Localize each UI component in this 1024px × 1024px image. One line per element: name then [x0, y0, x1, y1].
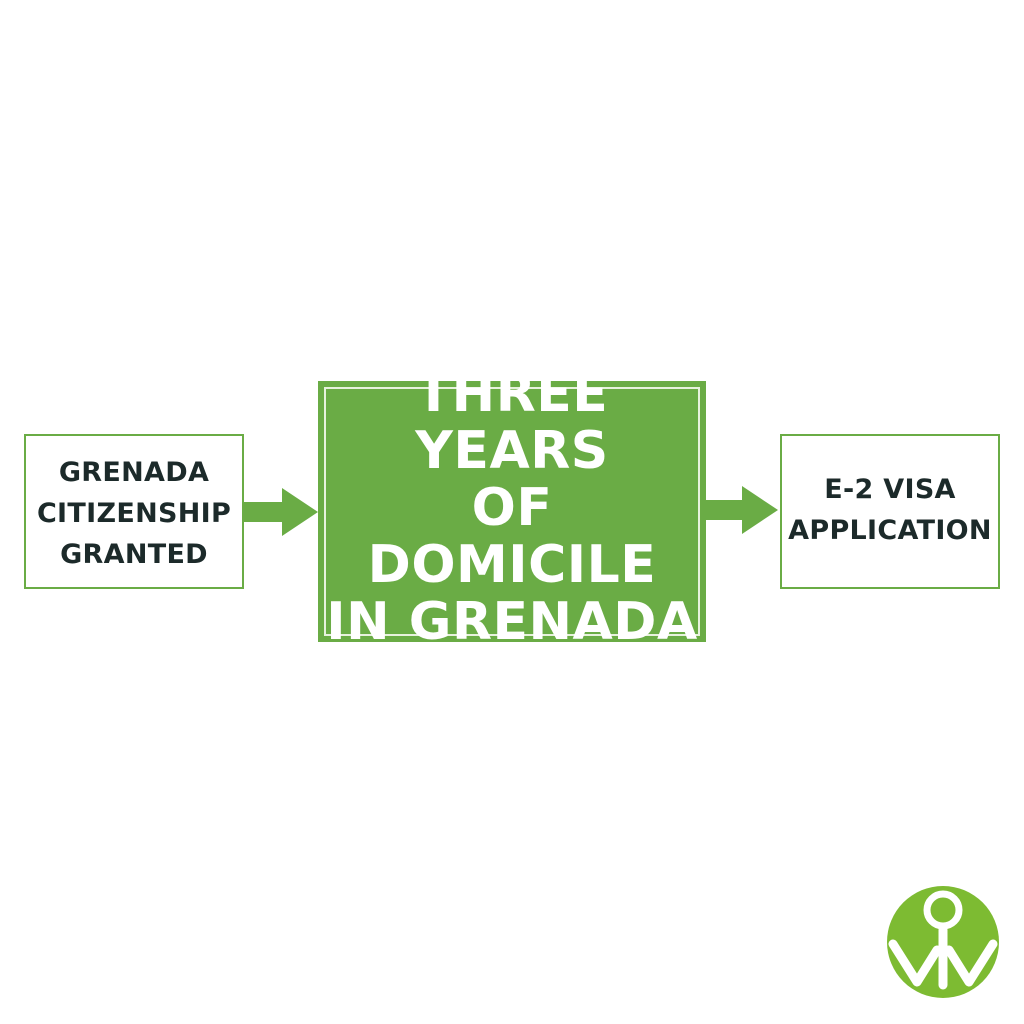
step-label-line: CITIZENSHIP: [36, 498, 232, 529]
step-box-domicile: THREE YEARS OF DOMICILE IN GRENADA: [318, 366, 706, 651]
step-label-e2-visa: E-2 VISA APPLICATION: [788, 469, 992, 551]
arrow-right-icon: [706, 486, 778, 534]
step-label-line: THREE YEARS: [415, 364, 609, 481]
step-box-e2-visa: E-2 VISA APPLICATION: [780, 434, 1000, 589]
step-label-line: OF DOMICILE: [367, 478, 657, 595]
step-label-line: APPLICATION: [788, 514, 992, 546]
arrow-right-icon: [244, 488, 318, 536]
step-label-domicile: THREE YEARS OF DOMICILE IN GRENADA: [326, 366, 698, 657]
step-box-domicile-inner-border: THREE YEARS OF DOMICILE IN GRENADA: [324, 366, 700, 651]
vm-logo-icon: [887, 886, 999, 998]
step-label-citizenship: GRENADA CITIZENSHIP GRANTED: [37, 452, 231, 575]
step-label-line: E-2 VISA: [824, 473, 956, 505]
step-label-line: IN GRENADA: [326, 592, 698, 652]
step-label-line: GRANTED: [60, 539, 208, 570]
step-box-citizenship: GRENADA CITIZENSHIP GRANTED: [24, 434, 244, 589]
step-label-line: GRENADA: [58, 457, 210, 488]
